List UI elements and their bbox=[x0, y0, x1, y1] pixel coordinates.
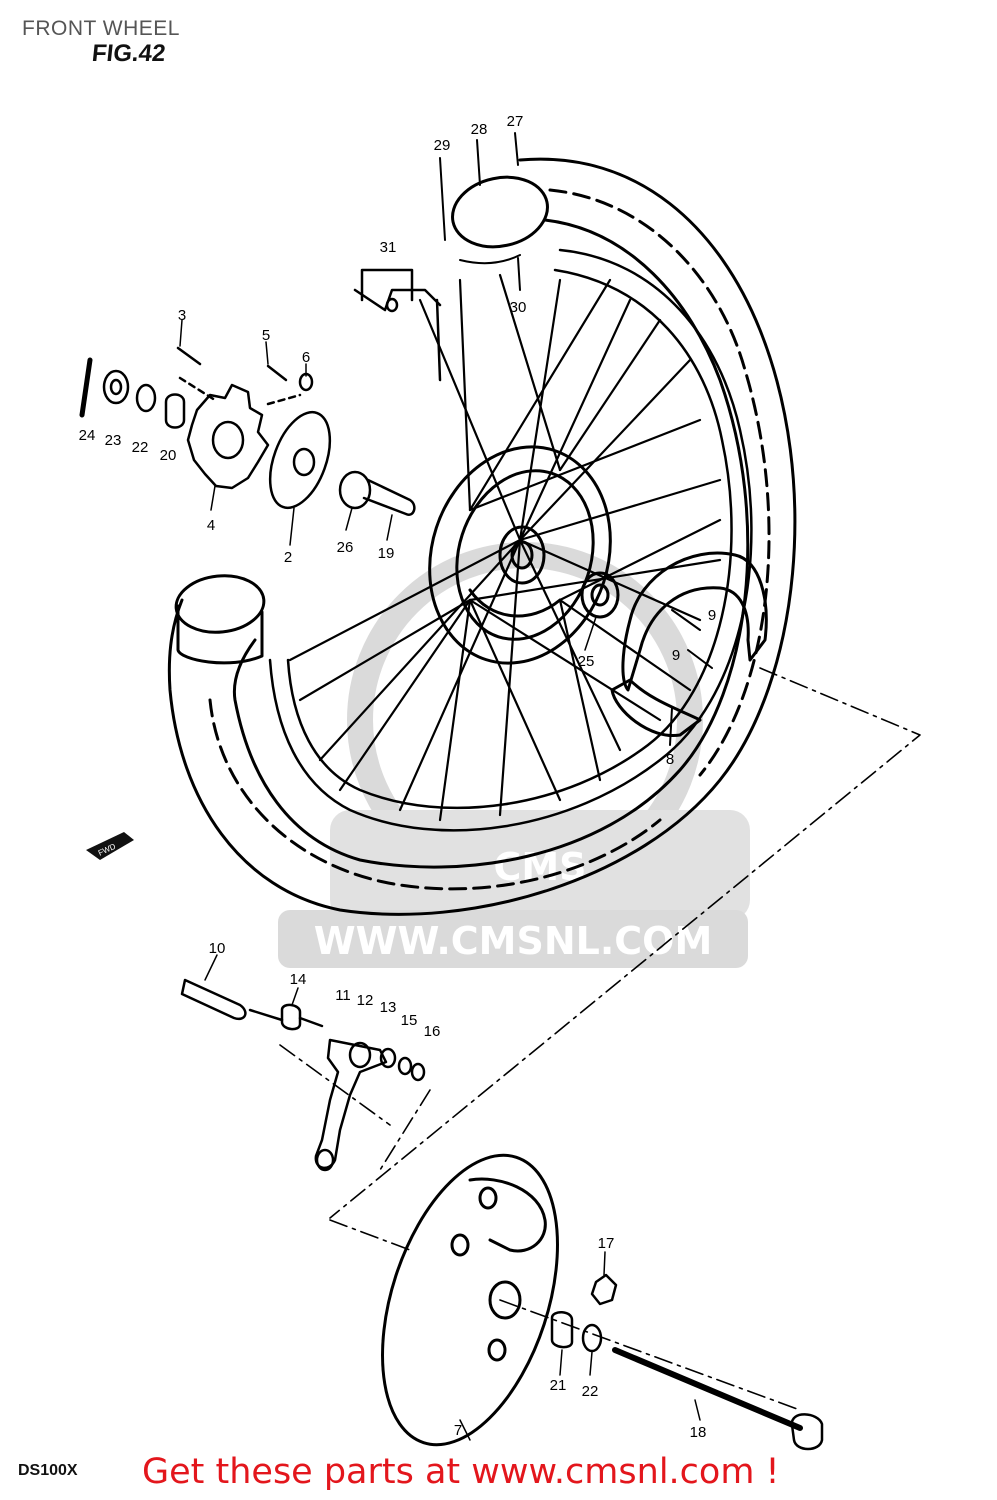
callout-13: 13 bbox=[380, 999, 397, 1016]
callout-28: 28 bbox=[471, 121, 488, 138]
bolt-24 bbox=[79, 357, 93, 418]
brake-lever-11 bbox=[314, 1038, 388, 1169]
callout-26: 26 bbox=[337, 539, 354, 556]
callout-9-upper: 9 bbox=[708, 607, 716, 624]
retainer-4 bbox=[186, 383, 270, 490]
callout-23: 23 bbox=[105, 432, 122, 449]
tire-inner-edge bbox=[232, 218, 750, 869]
callout-31: 31 bbox=[380, 239, 397, 256]
brake-cam-10 bbox=[180, 978, 247, 1021]
hub-bearing-bore bbox=[510, 540, 534, 570]
spacer-21 bbox=[550, 1311, 574, 1349]
callout-16: 16 bbox=[424, 1023, 441, 1040]
indicator-12 bbox=[348, 1041, 372, 1069]
axle-head bbox=[790, 1413, 824, 1451]
rim-outline bbox=[268, 248, 753, 832]
callout-8: 8 bbox=[666, 751, 674, 768]
tire-tread-line bbox=[548, 188, 771, 777]
screw-3 bbox=[176, 346, 202, 366]
callout-6: 6 bbox=[302, 349, 310, 366]
hub-web bbox=[468, 588, 562, 618]
drive-gear-2 bbox=[268, 410, 332, 510]
screw-5 bbox=[266, 364, 288, 382]
callout-11: 11 bbox=[335, 987, 351, 1004]
tire-outer-edge bbox=[167, 157, 797, 916]
callout-3: 3 bbox=[178, 307, 186, 324]
brake-cam-assembly bbox=[180, 978, 426, 1172]
tire-cut-side-lower bbox=[176, 604, 264, 665]
watermark-url-text: WWW.CMSNL.COM bbox=[314, 919, 713, 963]
spokes bbox=[288, 273, 722, 822]
seal-14 bbox=[280, 1003, 302, 1031]
callout-7: 7 bbox=[454, 1422, 462, 1439]
panel-axle-hole bbox=[488, 1280, 522, 1320]
bolt-13 bbox=[379, 1047, 397, 1069]
valve-stem-31 bbox=[353, 268, 442, 382]
get-parts-link[interactable]: Get these parts at www.cmsnl.com ! bbox=[142, 1452, 780, 1492]
brake-shoe-assembly bbox=[610, 551, 768, 746]
nut-16 bbox=[410, 1062, 426, 1082]
axle-assembly bbox=[550, 1273, 824, 1451]
hub-flange-inner bbox=[455, 469, 595, 641]
callout-10: 10 bbox=[209, 940, 226, 957]
bearing-26 bbox=[338, 470, 372, 510]
page-title: FRONT WHEEL bbox=[22, 17, 180, 40]
cms-watermark: CMS WWW.CMSNL.COM bbox=[278, 542, 750, 968]
callout-20: 20 bbox=[160, 447, 177, 464]
brake-panel-body bbox=[381, 1153, 559, 1447]
watermark-url-band bbox=[278, 910, 748, 968]
callout-12: 12 bbox=[357, 992, 374, 1009]
return-springs-9 bbox=[671, 609, 713, 669]
callout-18: 18 bbox=[690, 1424, 707, 1441]
brake-shoe-8-upper bbox=[621, 551, 768, 692]
callout-19: 19 bbox=[378, 545, 395, 562]
tire-cut-end-lower bbox=[174, 574, 266, 634]
washer-22 bbox=[135, 383, 157, 413]
spacer-20 bbox=[164, 393, 186, 429]
callout-30: 30 bbox=[510, 299, 527, 316]
callout-5: 5 bbox=[262, 327, 270, 344]
tire-tread-line-lower bbox=[208, 698, 662, 891]
brake-panel-boss bbox=[468, 1177, 547, 1253]
callout-15: 15 bbox=[401, 1012, 418, 1029]
model-code: DS100X bbox=[18, 1462, 78, 1479]
fwd-arrow: FWD bbox=[86, 832, 134, 860]
spacer-19 bbox=[362, 478, 416, 516]
wheel-hub bbox=[428, 445, 620, 665]
nut-23 bbox=[102, 369, 130, 405]
callout-17: 17 bbox=[598, 1235, 615, 1252]
hub-flange bbox=[428, 445, 612, 665]
callout-24: 24 bbox=[79, 427, 96, 444]
callout-2: 2 bbox=[284, 549, 292, 566]
watermark-logo-band bbox=[330, 810, 750, 920]
callout-21: 21 bbox=[550, 1377, 567, 1394]
callout-9-lower: 9 bbox=[672, 647, 680, 664]
rim-and-spokes bbox=[268, 248, 753, 832]
tire bbox=[167, 157, 797, 916]
washer-15 bbox=[397, 1056, 413, 1076]
callout-25: 25 bbox=[578, 653, 595, 670]
tube-rimband bbox=[439, 132, 521, 291]
callout-22-upper: 22 bbox=[132, 439, 149, 456]
callout-29: 29 bbox=[434, 137, 451, 154]
tire-cut-end-upper bbox=[451, 175, 549, 249]
callout-4: 4 bbox=[207, 517, 215, 534]
part-callouts: 29 28 27 31 30 3 5 6 24 23 22 20 4 2 26 … bbox=[79, 113, 717, 1441]
hub-bearing bbox=[498, 525, 546, 585]
callout-27: 27 bbox=[507, 113, 524, 130]
brake-shoe-8-lower bbox=[610, 678, 702, 737]
washer-22-lower bbox=[581, 1323, 603, 1353]
hub-spacer-25 bbox=[580, 571, 620, 619]
callout-22-lower: 22 bbox=[582, 1383, 599, 1400]
speedometer-drive-assembly bbox=[79, 346, 416, 516]
callout-14: 14 bbox=[290, 971, 307, 988]
axle-nut-17 bbox=[590, 1273, 618, 1306]
callout-leaders bbox=[179, 319, 701, 1441]
brake-panel-7 bbox=[381, 1153, 559, 1447]
